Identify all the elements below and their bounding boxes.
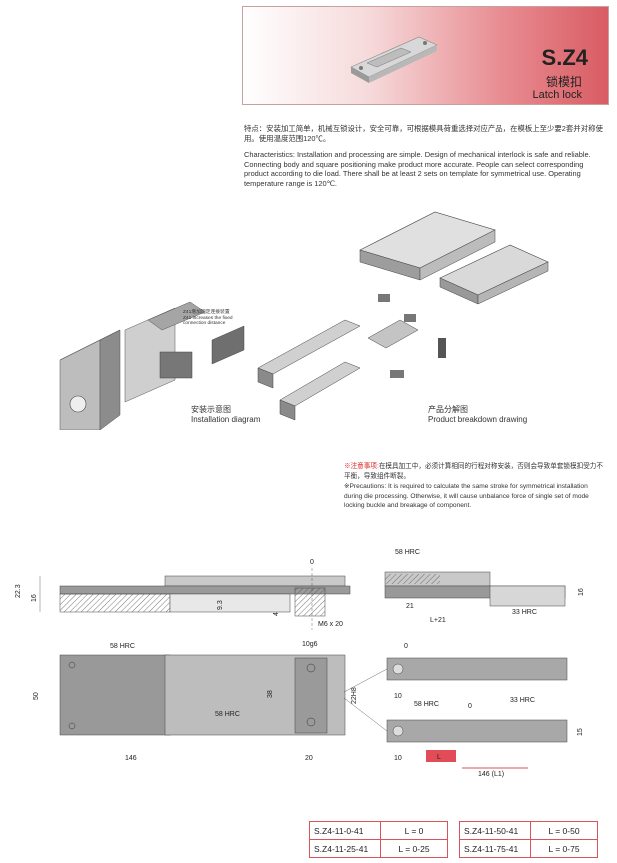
code-cell: S.Z4-11-25-41: [309, 839, 381, 858]
dim-16b: 16: [578, 588, 585, 596]
dim-38: 38: [267, 690, 274, 698]
dim-146: 146: [125, 755, 137, 762]
dim-21: 21: [406, 603, 414, 610]
precautions-label: ※注意事项:: [344, 463, 379, 470]
dim-m6: M6 x 20: [318, 621, 343, 628]
precautions-en: ※Precautions: It is required to calculat…: [344, 483, 589, 510]
install-note-en: Z41 increases the fixed connection dista…: [183, 315, 233, 327]
dim-l-21: L+21: [430, 617, 446, 624]
features-cn: 特点：安装加工简单，机械互锁设计，安全可靠，可根据模具荷重选择对应产品，在模板上…: [244, 124, 603, 143]
range-cell: L = 0-25: [380, 839, 448, 858]
hrc-58d: 58 HRC: [414, 701, 439, 708]
dim-4: 4: [273, 612, 280, 616]
table-row: S.Z4-11-0-41 L = 0: [309, 821, 448, 840]
dim-10b: 10: [394, 755, 402, 762]
technical-drawing: 22.3 16 9.3 0 4 M6 x 20 58 HRC 16 21 L+2…: [15, 549, 585, 778]
hrc-33a: 33 HRC: [512, 609, 537, 616]
product-header: S.Z4 锁模扣 Latch lock: [242, 6, 609, 105]
product-name-cn: 锁模扣: [545, 75, 582, 89]
install-caption-cn: 安装示意图: [191, 405, 231, 414]
hrc-58b: 58 HRC: [110, 643, 135, 650]
dim-0a: 0: [310, 559, 314, 566]
range-cell: L = 0-75: [530, 839, 598, 858]
dim-20: 20: [305, 755, 313, 762]
code-cell: S.Z4-11-50-41: [459, 821, 531, 840]
dim-22h8: 22H8: [351, 687, 358, 704]
dim-l: L: [437, 754, 441, 761]
dim-16a: 16: [31, 594, 38, 602]
dim-22-3: 22.3: [15, 584, 22, 598]
install-caption: 安装示意图 Installation diagram: [191, 405, 260, 425]
install-caption-en: Installation diagram: [191, 415, 261, 424]
order-code-table-left: S.Z4-11-0-41 L = 0 S.Z4-11-25-41 L = 0-2…: [309, 821, 448, 858]
table-row: S.Z4-11-50-41 L = 0-50: [459, 821, 598, 840]
range-cell: L = 0: [380, 821, 448, 840]
dim-10a: 10: [394, 693, 402, 700]
breakdown-caption-cn: 产品分解图: [428, 405, 468, 414]
dim-146-l1: 146 (L1): [478, 771, 504, 778]
product-code: S.Z4: [541, 45, 588, 70]
install-note-cn: Z41增加固定连接装置: [183, 310, 230, 315]
dim-10g6: 10g6: [302, 641, 318, 648]
breakdown-caption-en: Product breakdown drawing: [428, 415, 528, 424]
install-note: Z41增加固定连接装置 Z41 increases the fixed conn…: [183, 310, 247, 327]
table-row: S.Z4-11-75-41 L = 0-75: [459, 839, 598, 858]
hrc-58c: 58 HRC: [215, 711, 240, 718]
code-cell: S.Z4-11-0-41: [309, 821, 381, 840]
precautions-cn: ※注意事项:在模具加工中，必须计算相同的行程对称安装，否则会导致单套锁模扣受力不…: [344, 462, 606, 481]
features-en: Characteristics: Installation and proces…: [244, 150, 591, 188]
product-name-en: Latch lock: [532, 89, 582, 101]
hrc-58a: 58 HRC: [395, 549, 420, 556]
breakdown-caption: 产品分解图 Product breakdown drawing: [428, 405, 527, 425]
precautions-cn-text: 在模具加工中，必须计算相同的行程对称安装，否则会导致单套锁模扣受力不平衡，导致组…: [344, 463, 603, 480]
dim-9-3: 9.3: [217, 600, 224, 610]
order-code-table-right: S.Z4-11-50-41 L = 0-50 S.Z4-11-75-41 L =…: [459, 821, 598, 858]
product-illustration: [59, 211, 549, 430]
hrc-33b: 33 HRC: [510, 697, 535, 704]
dim-50: 50: [33, 692, 40, 700]
latch-lock-thumbnail: [350, 36, 438, 83]
table-row: S.Z4-11-25-41 L = 0-25: [309, 839, 448, 858]
dim-15: 15: [577, 728, 584, 736]
range-cell: L = 0-50: [530, 821, 598, 840]
code-cell: S.Z4-11-75-41: [459, 839, 531, 858]
dim-0b: 0: [404, 643, 408, 650]
dim-0c: 0: [468, 703, 472, 710]
